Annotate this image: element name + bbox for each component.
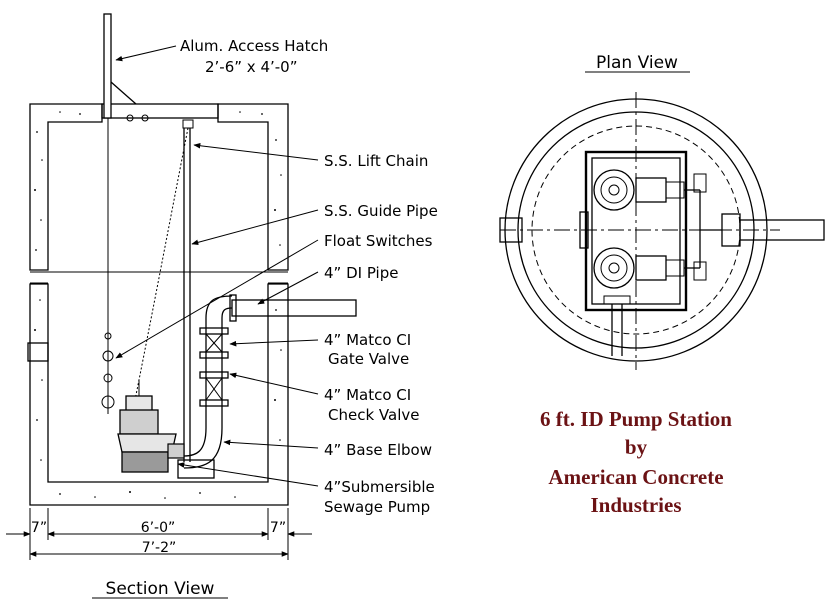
- check-valve: [199, 371, 229, 379]
- guide-rails-plan: [603, 295, 631, 356]
- check-valve-flange: [199, 399, 229, 407]
- brand-line-4: Industries: [590, 493, 681, 517]
- inlet-stub: [27, 342, 49, 362]
- section-view-title: Section View: [106, 579, 215, 599]
- label-hatch-line2: 2’-6” x 4’-0”: [205, 58, 298, 76]
- float-switch: [104, 332, 112, 340]
- di-pipe-flange: [229, 294, 237, 322]
- inlet-stub-plan: [499, 217, 523, 243]
- float-switch: [103, 373, 113, 383]
- leader-base-elbow: [223, 439, 319, 449]
- discharge-manifold-plan: [684, 173, 722, 281]
- gate-valve-flange: [199, 351, 229, 359]
- discharge-riser: [205, 318, 223, 428]
- label-check-valve-line2: Check Valve: [328, 406, 419, 424]
- section-view: 7” 6’-0” 7” 7’-2” Section View: [6, 13, 357, 599]
- float-bracket-plan: [579, 211, 589, 249]
- label-float-switches: Float Switches: [324, 232, 433, 250]
- lift-chain: [134, 127, 189, 401]
- hatch-strut: [110, 81, 137, 105]
- leader-pump: [177, 462, 319, 487]
- label-guide-pipe: S.S. Guide Pipe: [324, 202, 438, 220]
- dim-inner-width: 6’-0”: [141, 520, 176, 536]
- dim-outer-width: 7’-2”: [142, 540, 177, 556]
- discharge-bend: [205, 295, 233, 319]
- label-gate-valve-line1: 4” Matco CI: [324, 331, 411, 349]
- brand-block: 6 ft. ID Pump Station by American Concre…: [540, 407, 732, 517]
- plan-view: Plan View: [499, 53, 825, 370]
- hatch-bolt: [126, 114, 134, 122]
- brand-line-2: by: [625, 435, 648, 459]
- pump-plan-lower: [593, 247, 685, 289]
- leader-float-switches: [115, 239, 319, 359]
- leader-di-pipe: [257, 271, 319, 305]
- label-di-pipe: 4” DI Pipe: [324, 264, 398, 282]
- hatch-inner-plan: [591, 157, 681, 305]
- gate-valve: [199, 327, 229, 335]
- submersible-pump: [117, 380, 185, 473]
- plan-view-title: Plan View: [596, 53, 678, 73]
- label-lift-chain: S.S. Lift Chain: [324, 152, 428, 170]
- hatch-bolt: [141, 114, 149, 122]
- label-hatch-line1: Alum. Access Hatch: [180, 37, 328, 55]
- concrete-stipple: [34, 111, 282, 499]
- label-pump-line2: Sewage Pump: [324, 498, 430, 516]
- gate-valve-body: [205, 333, 223, 353]
- manhole-wall-right: [217, 103, 289, 271]
- dim-wall-right: 7”: [270, 520, 286, 536]
- pump-plan-upper: [593, 169, 685, 211]
- leader-check-valve: [229, 372, 319, 395]
- label-check-valve-line1: 4” Matco CI: [324, 386, 411, 404]
- label-base-elbow: 4” Base Elbow: [324, 441, 432, 459]
- access-hatch-frame: [101, 103, 219, 119]
- chain-bracket: [182, 119, 194, 129]
- brand-line-1: 6 ft. ID Pump Station: [540, 407, 732, 431]
- float-switch: [102, 350, 114, 362]
- manhole-wall: [29, 103, 103, 271]
- access-hatch-lid: [103, 13, 112, 119]
- leader-guide-pipe: [191, 209, 319, 246]
- di-pipe: [231, 299, 357, 317]
- callouts: Alum. Access Hatch 2’-6” x 4’-0” S.S. Li…: [115, 37, 438, 516]
- dim-wall-left: 7”: [31, 520, 47, 536]
- float-switch: [101, 395, 115, 409]
- dimension-lines: [6, 508, 312, 560]
- leader-lift-chain: [193, 142, 319, 161]
- label-pump-line1: 4”Submersible: [324, 478, 435, 496]
- leader-hatch: [115, 45, 177, 62]
- leader-gate-valve: [229, 339, 319, 347]
- brand-line-3: American Concrete: [548, 465, 723, 489]
- base-elbow-pad: [177, 459, 215, 479]
- check-valve-body: [205, 377, 223, 401]
- label-gate-valve-line2: Gate Valve: [328, 350, 409, 368]
- hatch-outline-plan: [584, 150, 688, 312]
